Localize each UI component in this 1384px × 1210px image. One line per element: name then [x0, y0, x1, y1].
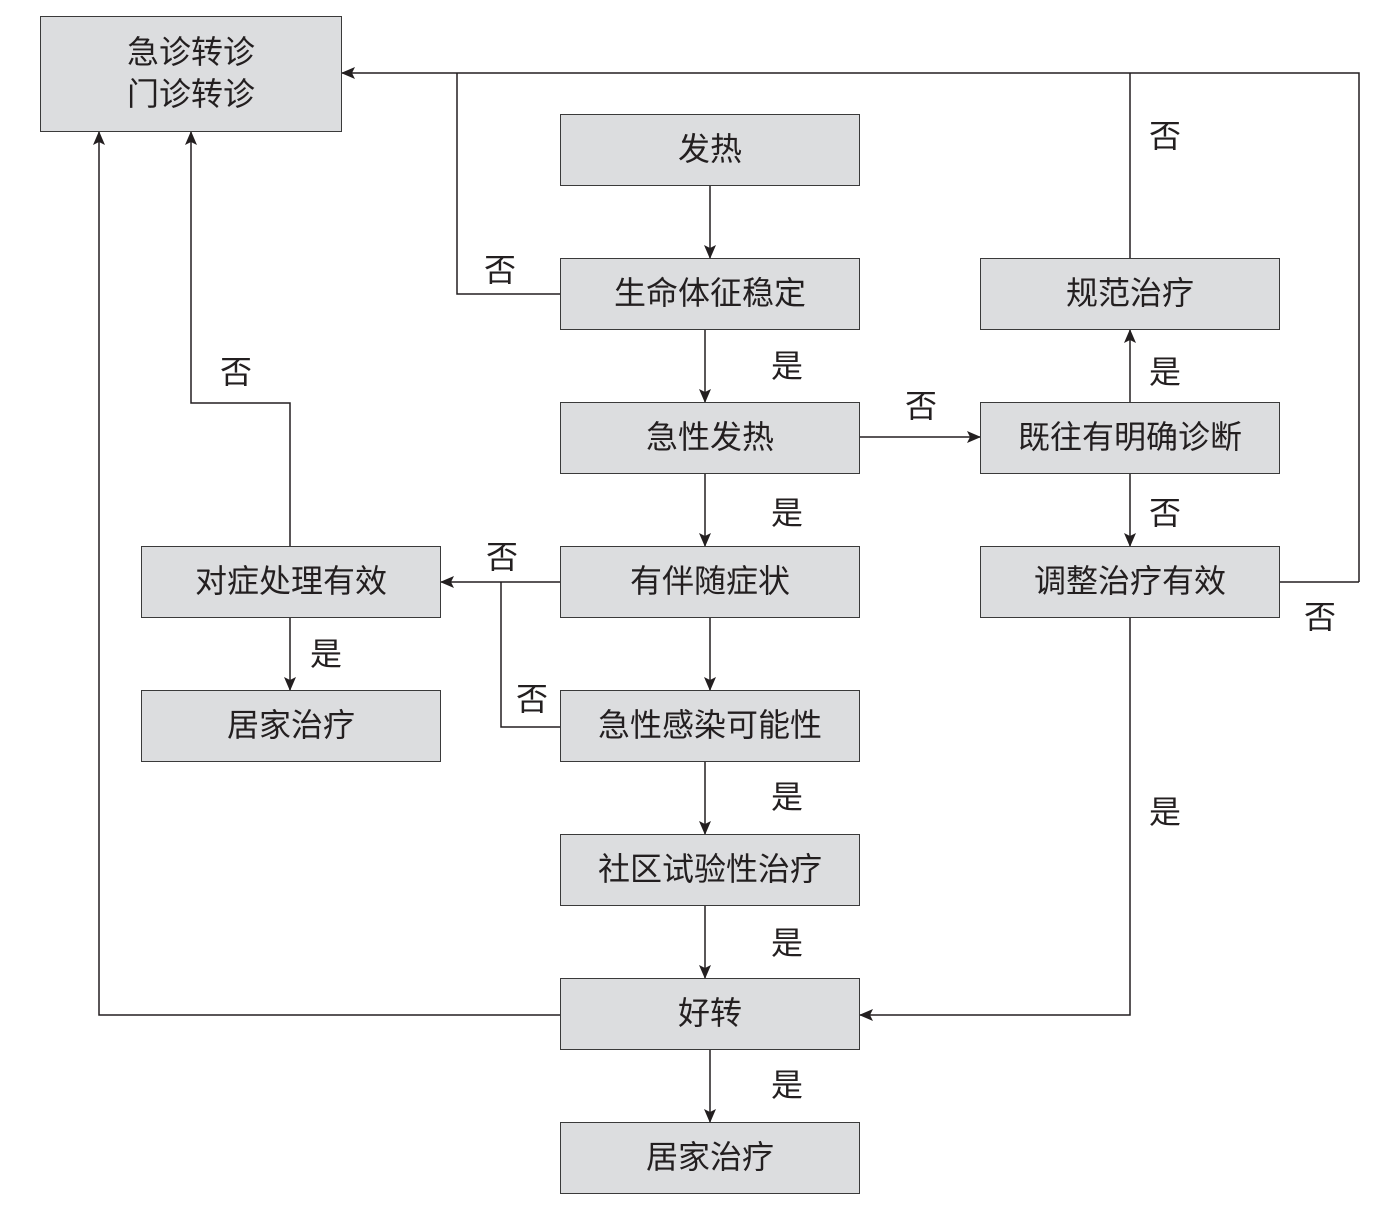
- label-no-acute: 否: [905, 387, 938, 425]
- node-trial-treatment: 社区试验性治疗: [560, 834, 860, 906]
- node-standard-treatment: 规范治疗: [980, 258, 1280, 330]
- label-no-prior: 否: [1149, 494, 1182, 532]
- node-home-care-left: 居家治疗: [141, 690, 441, 762]
- node-prior-diagnosis: 既往有明确诊断: [980, 402, 1280, 474]
- node-referral: 急诊转诊 门诊转诊: [40, 16, 342, 132]
- node-improved: 好转: [560, 978, 860, 1050]
- edge-improved-no-to-referral: [93, 131, 560, 1016]
- label-yes-acute: 是: [771, 494, 804, 532]
- label-no-vitals: 否: [484, 251, 517, 289]
- label-no-adjust: 否: [1304, 598, 1337, 636]
- node-fever: 发热: [560, 114, 860, 186]
- node-adjust-effective: 调整治疗有效: [980, 546, 1280, 618]
- node-symptomatic-effective: 对症处理有效: [141, 546, 441, 618]
- label-yes-prior: 是: [1149, 353, 1182, 391]
- node-referral-line1: 急诊转诊: [126, 33, 255, 72]
- label-yes-trial: 是: [771, 924, 804, 962]
- edge-top-return-to-referral: [341, 67, 1360, 582]
- label-yes-vitals: 是: [771, 347, 804, 385]
- label-yes-adjust: 是: [1149, 793, 1182, 831]
- edge-vitals-no-to-referral: [456, 73, 560, 295]
- edge-infection-no-merge: [500, 582, 560, 728]
- node-vitals-stable: 生命体征稳定: [560, 258, 860, 330]
- edge-symptomatic-no-to-referral: [185, 131, 291, 546]
- node-accompanying-symptoms: 有伴随症状: [560, 546, 860, 618]
- label-no-symptomatic: 否: [220, 353, 253, 391]
- label-yes-improved: 是: [771, 1066, 804, 1104]
- node-home-care-bottom: 居家治疗: [560, 1122, 860, 1194]
- label-no-standard: 否: [1149, 117, 1182, 155]
- label-no-symptoms: 否: [486, 538, 519, 576]
- node-acute-fever: 急性发热: [560, 402, 860, 474]
- node-acute-infection: 急性感染可能性: [560, 690, 860, 762]
- node-referral-line2: 门诊转诊: [126, 75, 255, 113]
- label-yes-symptomatic: 是: [310, 635, 343, 673]
- label-no-infection: 否: [516, 680, 549, 718]
- edge-adjust-yes-to-improved: [859, 618, 1131, 1021]
- label-yes-infection: 是: [771, 778, 804, 816]
